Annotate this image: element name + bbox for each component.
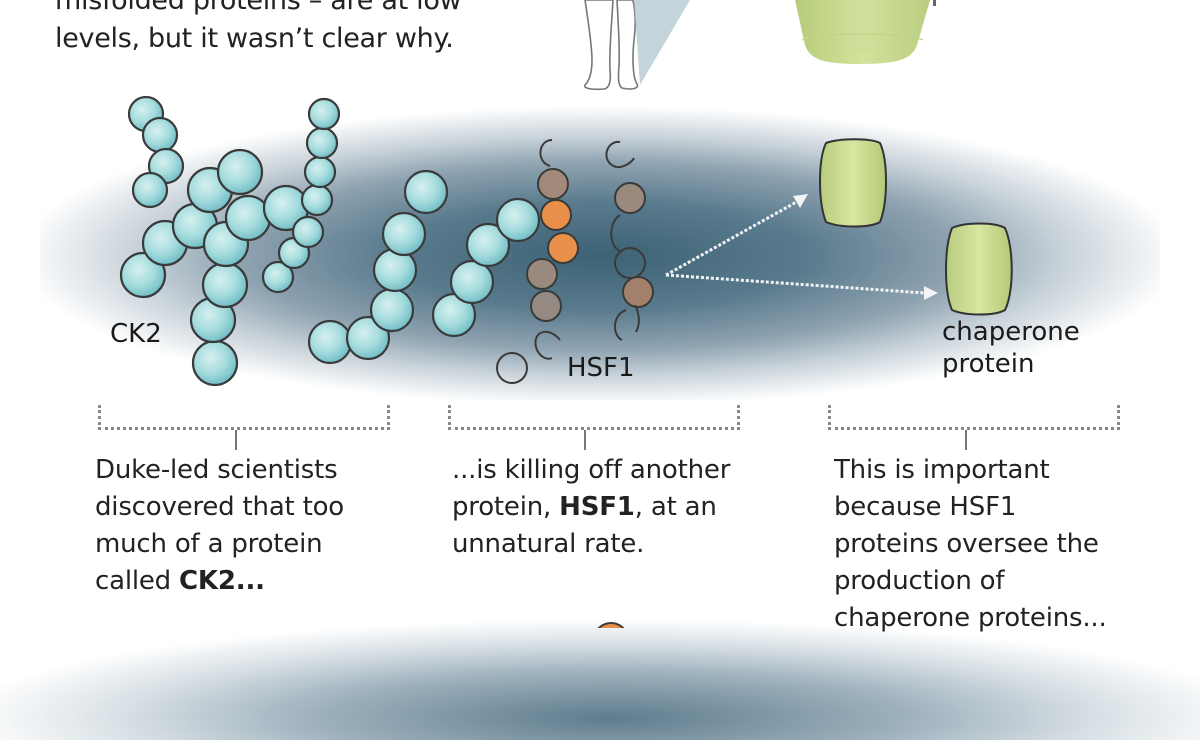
bracket-hsf1 bbox=[448, 405, 740, 430]
hsf1-bead-icon bbox=[597, 622, 625, 628]
caption-line: proteins oversee the bbox=[834, 529, 1099, 559]
caption-bold-term: CK2... bbox=[179, 566, 265, 596]
caption-line: Duke-led scientists bbox=[95, 455, 338, 485]
chaperone-label: chaperone protein bbox=[942, 316, 1080, 380]
bracket-tick bbox=[584, 430, 586, 450]
intro-line-1: misfolded proteins – are at low bbox=[55, 0, 462, 16]
intro-text: misfolded proteins – are at low levels, … bbox=[55, 0, 462, 58]
ck2-protein-chain-icon bbox=[127, 95, 185, 209]
tick-mark bbox=[933, 0, 936, 6]
caption-text: , at an bbox=[634, 492, 717, 522]
chaperone-label-line-1: chaperone bbox=[942, 317, 1080, 347]
caption-bold-term: HSF1 bbox=[559, 492, 635, 522]
ck2-protein-chain-icon bbox=[189, 184, 310, 387]
ck2-protein-chain-icon bbox=[261, 97, 341, 294]
hsf1-protein-chain-icon bbox=[496, 139, 579, 384]
caption-line: called CK2... bbox=[95, 563, 344, 600]
caption-chaperone: This is important because HSF1 proteins … bbox=[834, 452, 1107, 637]
caption-line: because HSF1 bbox=[834, 492, 1017, 522]
caption-hsf1: ...is killing off another protein, HSF1,… bbox=[452, 452, 730, 563]
caption-text: called bbox=[95, 566, 180, 596]
ck2-protein-chain-icon bbox=[431, 197, 541, 338]
chaperone-barrel-icon bbox=[795, 0, 930, 64]
caption-line: much of a protein bbox=[95, 529, 323, 559]
dotted-arrow-icon bbox=[665, 198, 926, 295]
ck2-protein-chain-icon bbox=[307, 169, 449, 365]
caption-line: This is important bbox=[834, 455, 1050, 485]
bracket-chaperone bbox=[828, 405, 1120, 430]
diagram-artwork bbox=[119, 0, 1013, 628]
caption-ck2: Duke-led scientists discovered that too … bbox=[95, 452, 344, 600]
caption-line: unnatural rate. bbox=[452, 529, 645, 559]
caption-line: production of bbox=[834, 566, 1005, 596]
chaperone-barrel-icon bbox=[819, 138, 1013, 316]
caption-line: ...is killing off another bbox=[452, 455, 731, 485]
bracket-tick bbox=[965, 430, 967, 450]
hsf1-protein-chain-icon bbox=[605, 140, 654, 341]
hsf1-label: HSF1 bbox=[567, 353, 635, 383]
human-figure-icon bbox=[583, 0, 639, 91]
bracket-tick bbox=[235, 430, 237, 450]
bracket-ck2 bbox=[98, 405, 390, 430]
caption-line: discovered that too bbox=[95, 492, 345, 522]
caption-line: protein, HSF1, at an bbox=[452, 489, 730, 526]
intro-line-2: levels, but it wasn’t clear why. bbox=[55, 23, 454, 54]
caption-line: chaperone proteins... bbox=[834, 603, 1107, 633]
ck2-protein-chain-icon bbox=[119, 148, 264, 299]
caption-text: protein, bbox=[452, 492, 560, 522]
zoom-wedge bbox=[634, 0, 690, 85]
chaperone-label-line-2: protein bbox=[942, 349, 1035, 379]
ck2-label: CK2 bbox=[110, 319, 162, 349]
